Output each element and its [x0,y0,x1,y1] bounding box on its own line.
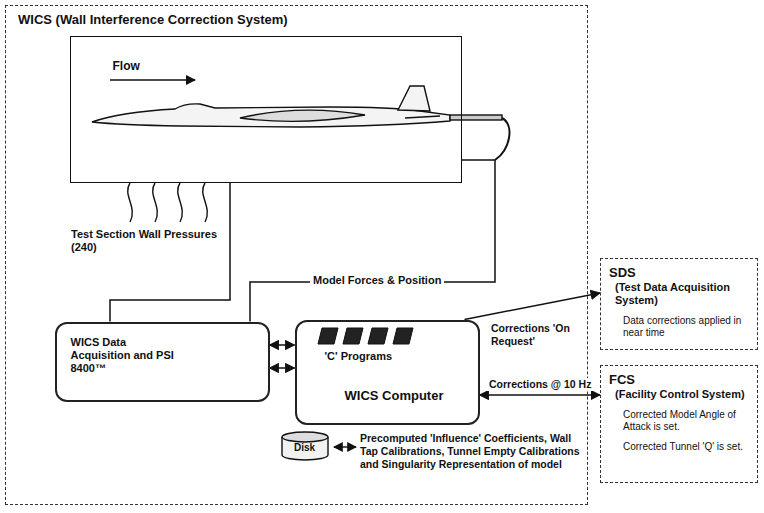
node-text: Corrected Tunnel 'Q' is set. [623,441,749,453]
node-text: (Test Data Acquisition System) [615,281,749,307]
node-heading: FCS [609,372,749,388]
connector-label: Corrections 'On Request' [488,322,589,347]
node-heading: Flow [113,59,140,73]
connector-label: Model Forces & Position [310,274,444,287]
connector [250,160,495,322]
connector-label: Test Section Wall Pressures (240) [68,228,224,254]
node-heading: WICS Data Acquisition and PSI 8400™ [71,336,183,376]
program-icons [318,328,413,344]
disk-cylinder: Disk [280,430,330,462]
aircraft-model [92,86,509,160]
node-heading: SDS [609,265,749,281]
node-text: Data corrections applied in near time [623,315,749,339]
connector [270,367,295,369]
node-heading: WICS (Wall Interference Correction Syste… [18,12,288,28]
external-system: SDS(Test Data Acquisition System) Data co… [600,258,758,350]
connector [110,183,230,322]
node-text: (Facility Control System) [615,388,749,401]
node-text: WICS Computer [345,388,444,404]
node-heading: 'C' Programs [325,350,393,363]
node-text: Corrected Model Angle of Attack is set. [623,409,749,433]
acquisition-box: WICS Data Acquisition and PSI 8400™ [55,322,270,402]
computer-box: 'C' ProgramsWICS Computer [295,320,480,425]
pressure-tubes [128,183,208,222]
node-heading: Disk [282,442,328,454]
connector-label: Corrections @ 10 Hz [486,378,594,391]
note-text: Precomputed 'Influence' Coefficients, Wa… [360,432,584,471]
system-boundary: WICS (Wall Interference Correction Syste… [5,5,588,505]
test-section: Flow [70,36,462,183]
note-arrow [334,446,356,447]
connector [270,344,295,346]
connector [465,293,601,320]
flow-arrow [110,79,195,81]
connector [480,394,601,396]
external-system: FCS(Facility Control System) Corrected Mo… [600,365,758,483]
